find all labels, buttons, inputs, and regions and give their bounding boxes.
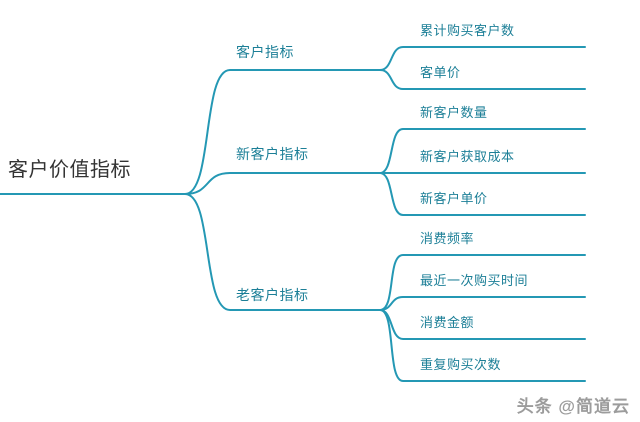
leaf-node-last-purchase-time[interactable]: 最近一次购买时间: [420, 273, 529, 288]
leaf-node-new-customer-unit-price[interactable]: 新客户单价: [420, 191, 488, 206]
watermark-label: 头条 @简道云: [516, 397, 630, 416]
root-node-customer-value-metrics[interactable]: 客户价值指标: [8, 159, 131, 181]
leaf-node-purchase-frequency[interactable]: 消费频率: [420, 231, 475, 246]
leaf-node-repeat-purchase-count[interactable]: 重复购买次数: [420, 357, 502, 372]
branch-node-customer-metrics[interactable]: 客户指标: [236, 44, 294, 60]
leaf-node-new-customer-acquisition-cost[interactable]: 新客户获取成本: [420, 149, 515, 164]
leaf-node-cumulative-buyer-count[interactable]: 累计购买客户数: [420, 23, 515, 38]
leaf-node-spend-amount[interactable]: 消费金额: [420, 315, 475, 330]
leaf-node-avg-order-value[interactable]: 客单价: [420, 65, 461, 80]
leaf-node-new-customer-count[interactable]: 新客户数量: [420, 105, 488, 120]
branch-node-old-customer-metrics[interactable]: 老客户指标: [236, 287, 309, 303]
branch-node-new-customer-metrics[interactable]: 新客户指标: [236, 146, 309, 162]
